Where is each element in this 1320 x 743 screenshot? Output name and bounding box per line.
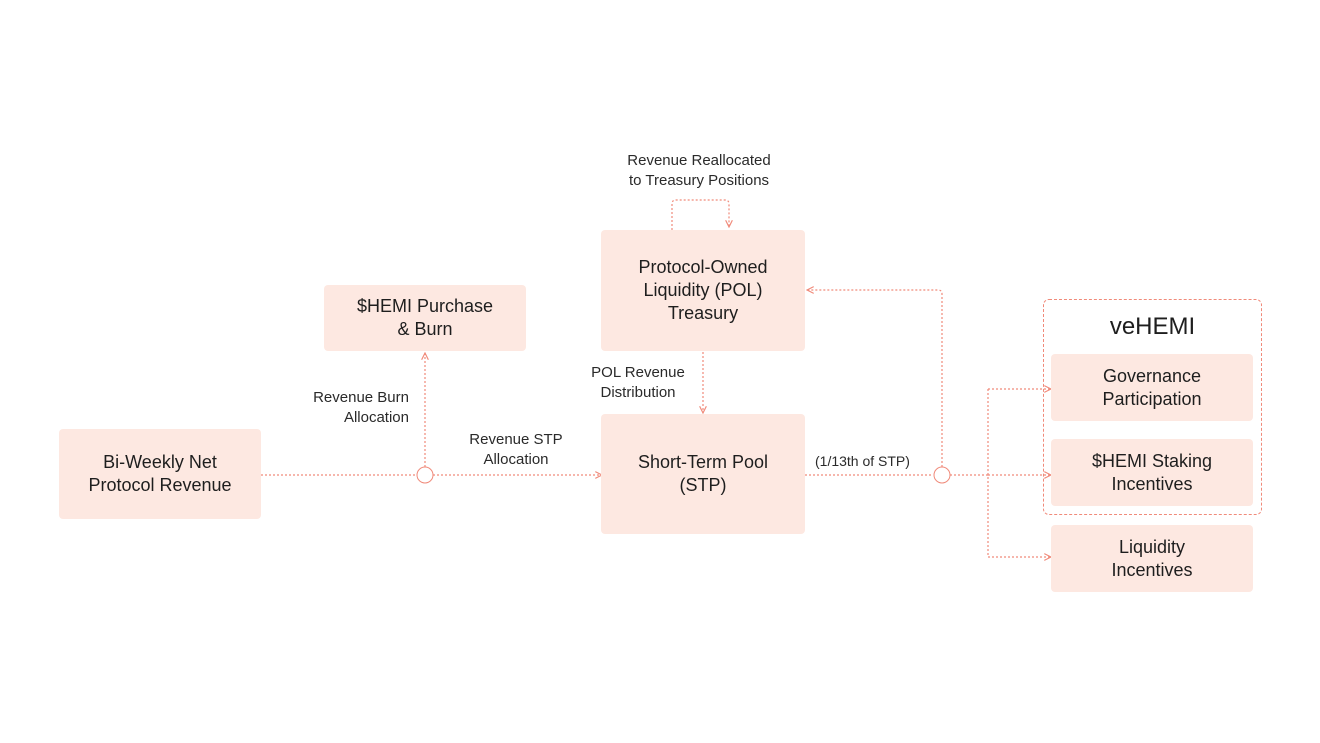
node-short-term-pool: Short-Term Pool (STP) <box>601 414 805 534</box>
junction-node-burn-split <box>416 466 434 484</box>
node-staking-incentives: $HEMI Staking Incentives <box>1051 439 1253 506</box>
node-pol-treasury: Protocol-Owned Liquidity (POL) Treasury <box>601 230 805 351</box>
connector-junction-to-pol <box>807 290 943 467</box>
junction-node-stp-split <box>933 466 951 484</box>
vehemi-group-title: veHEMI <box>1109 313 1196 340</box>
node-governance-participation: Governance Participation <box>1051 354 1253 421</box>
label-pol-revenue-distribution: POL Revenue Distribution <box>591 364 685 401</box>
node-bi-weekly-revenue: Bi-Weekly Net Protocol Revenue <box>59 429 261 519</box>
label-revenue-burn-allocation: Revenue Burn Allocation <box>313 389 409 426</box>
label-revenue-stp-allocation: Revenue STP Allocation <box>469 431 563 468</box>
node-liquidity-incentives: Liquidity Incentives <box>1051 525 1253 592</box>
label-revenue-reallocated: Revenue Reallocated to Treasury Position… <box>627 152 771 189</box>
node-purchase-burn: $HEMI Purchase & Burn <box>324 285 526 351</box>
connector-pol-self-loop <box>671 199 729 230</box>
label-stp-fraction: (1/13th of STP) <box>815 453 910 469</box>
vehemi-group <box>1043 299 1262 515</box>
